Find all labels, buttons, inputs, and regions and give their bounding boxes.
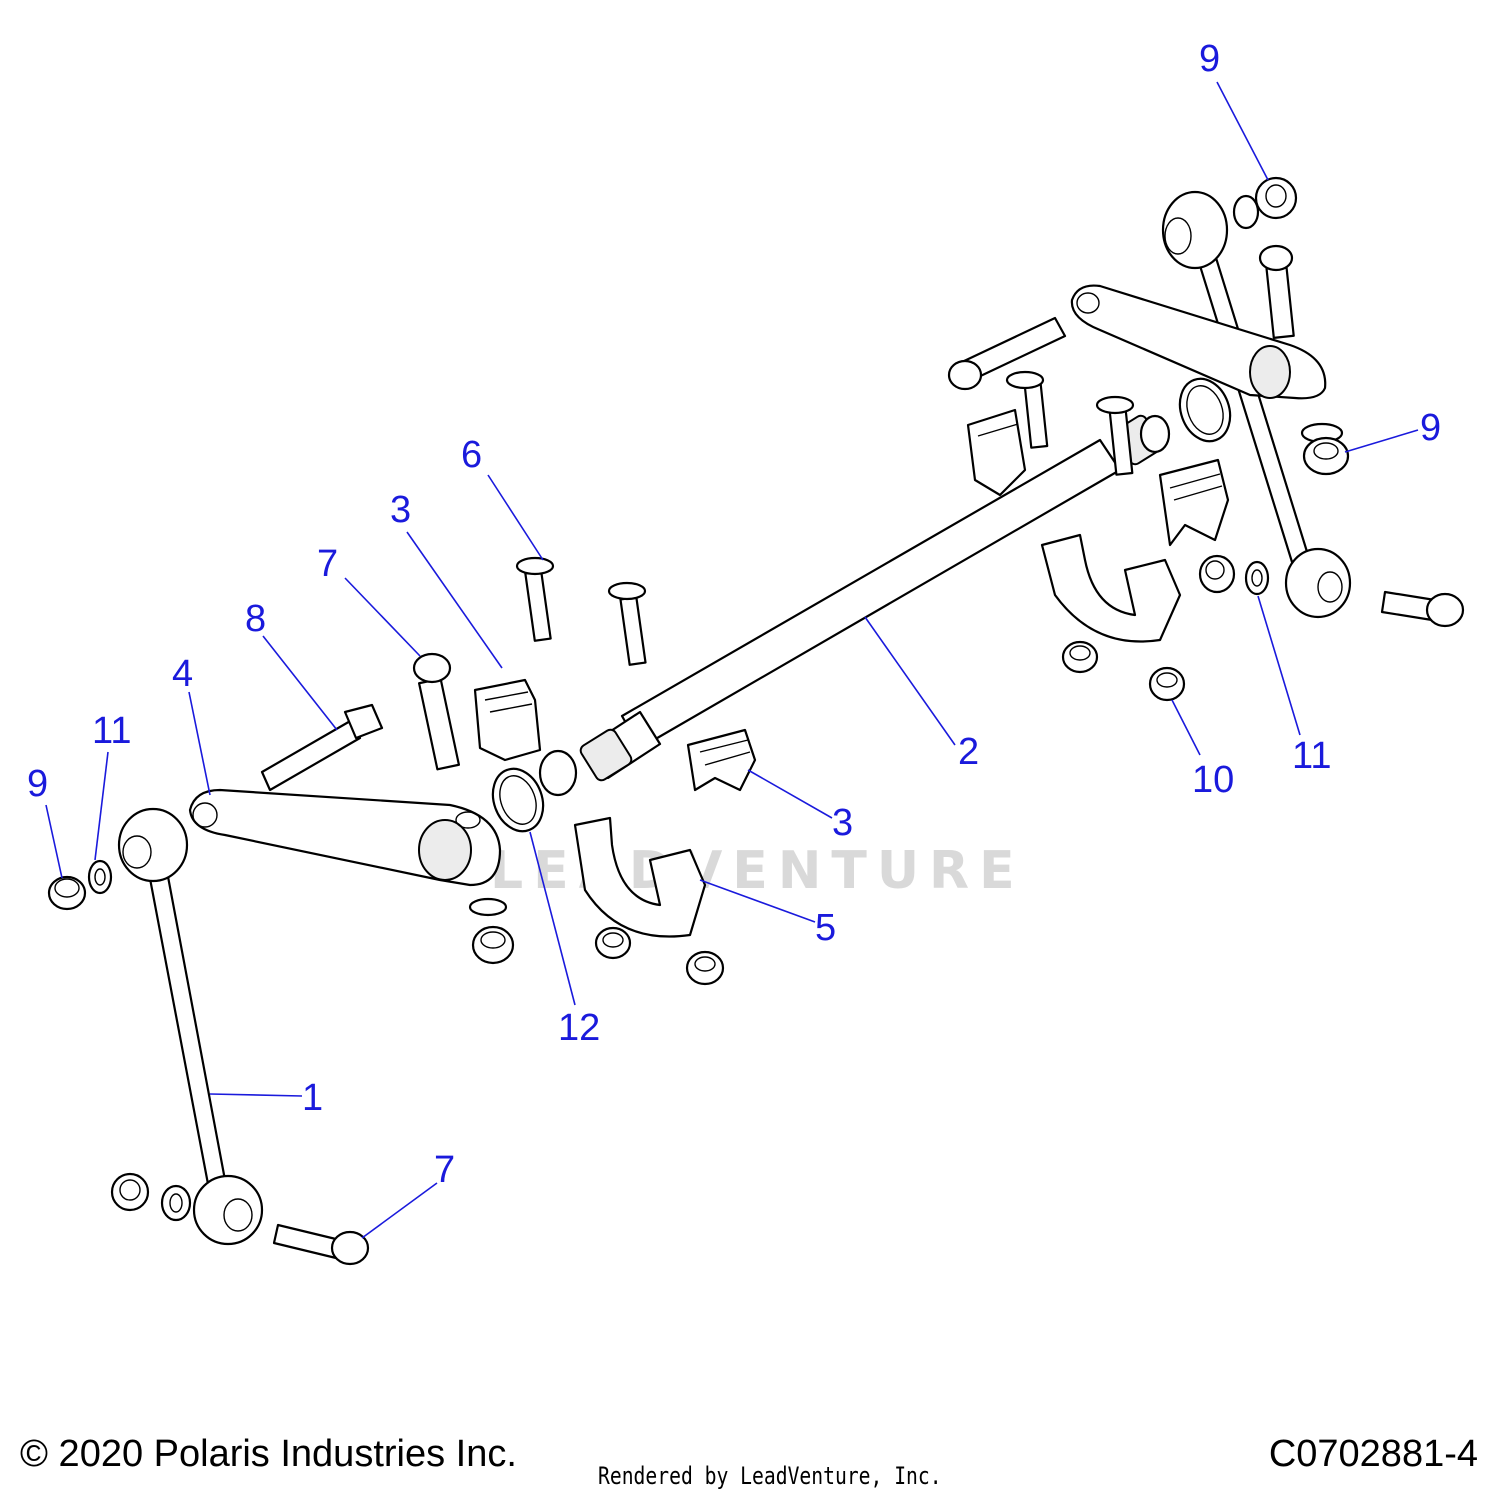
bushing-3-right-b bbox=[1158, 458, 1230, 547]
callout-7: 7 bbox=[317, 543, 338, 585]
clamp-5-left bbox=[573, 816, 707, 938]
callout-3: 3 bbox=[832, 802, 853, 844]
callout-1: 1 bbox=[302, 1077, 323, 1119]
pin-6-b bbox=[607, 581, 647, 666]
pin-6-c bbox=[1005, 370, 1049, 449]
callout-3: 3 bbox=[390, 489, 411, 531]
o-ring-12-right bbox=[1178, 377, 1232, 443]
bolt-7-lower bbox=[272, 1223, 370, 1266]
nut-10 bbox=[1148, 666, 1186, 702]
left-link-rod bbox=[117, 807, 264, 1246]
nut-lower-left bbox=[110, 1172, 150, 1212]
callout-12: 12 bbox=[558, 1007, 600, 1049]
nut-9-top bbox=[1232, 176, 1298, 230]
leader-lines bbox=[45, 81, 1419, 1239]
callout-9: 9 bbox=[1199, 38, 1220, 80]
bushing-3-center bbox=[686, 728, 757, 792]
callout-11: 11 bbox=[92, 710, 131, 752]
washer-lower-left bbox=[160, 1184, 192, 1222]
bushing-3-left bbox=[473, 678, 542, 762]
nut-9-left bbox=[47, 875, 87, 911]
callout-11: 11 bbox=[1292, 735, 1331, 777]
clamp-5-right bbox=[1040, 533, 1182, 643]
bolt-7-upper bbox=[412, 652, 461, 771]
right-link-rod bbox=[1161, 190, 1352, 619]
callout-9: 9 bbox=[1420, 407, 1441, 449]
nut-center-c bbox=[685, 950, 725, 986]
callout-10: 10 bbox=[1192, 759, 1234, 801]
rendered-by-text: Rendered by LeadVenture, Inc. bbox=[598, 1462, 942, 1490]
callout-9: 9 bbox=[27, 763, 48, 805]
callout-7: 7 bbox=[434, 1149, 455, 1191]
washer-11-left bbox=[87, 859, 113, 895]
nut-right-b bbox=[1198, 554, 1236, 594]
o-ring-12-left bbox=[491, 767, 545, 833]
bolt-8 bbox=[260, 703, 384, 792]
callout-labels: 1 2 3 3 4 5 6 7 7 8 9 9 9 10 11 11 12 bbox=[27, 38, 1441, 1191]
callout-5: 5 bbox=[815, 907, 836, 949]
bolt-right-lower bbox=[1380, 590, 1465, 628]
pin-6-a bbox=[515, 556, 555, 642]
left-stabilizer-arm bbox=[188, 788, 502, 887]
callout-4: 4 bbox=[172, 653, 193, 695]
bolt-right-upper bbox=[947, 316, 1067, 391]
callout-6: 6 bbox=[461, 434, 482, 476]
copyright-text: © 2020 Polaris Industries Inc. bbox=[20, 1433, 517, 1475]
nut-center-a bbox=[468, 897, 515, 965]
callout-8: 8 bbox=[245, 598, 266, 640]
callout-2: 2 bbox=[958, 731, 979, 773]
pin-6-d bbox=[1095, 395, 1135, 476]
bushing-3-right-a bbox=[966, 408, 1027, 497]
part-code: C0702881-4 bbox=[1268, 1433, 1478, 1475]
washer-11-right bbox=[1244, 560, 1270, 596]
watermark: LEADVENTURE bbox=[490, 841, 1025, 901]
bolt-right-vertical bbox=[1258, 244, 1295, 339]
nut-right-a bbox=[1061, 640, 1099, 674]
nut-9-right bbox=[1300, 422, 1350, 476]
nut-center-b bbox=[594, 926, 632, 960]
right-stabilizer-arm bbox=[1070, 284, 1327, 400]
